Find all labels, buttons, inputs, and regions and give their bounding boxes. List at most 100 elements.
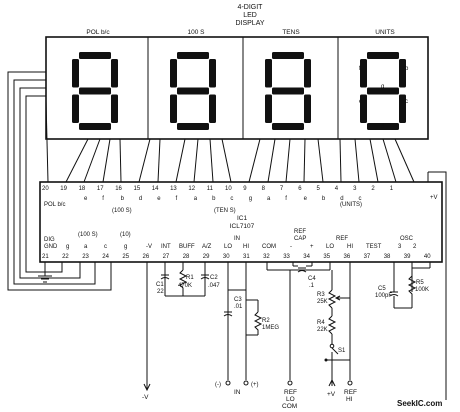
func-ref-label: REF xyxy=(336,236,348,242)
ic-pin-number: 18 xyxy=(79,186,86,192)
segment-d xyxy=(177,123,209,130)
ic-pin-number: 6 xyxy=(298,186,302,192)
ic-segment-letter: f xyxy=(285,196,287,202)
ic-pin-number: 22 xyxy=(62,254,69,260)
left-bus-wires xyxy=(7,71,112,291)
ref-hi-network xyxy=(326,262,351,380)
digit-label-pol: POL b/c xyxy=(86,29,110,36)
segment-c xyxy=(399,94,406,123)
ic-pin-number: 31 xyxy=(243,254,250,260)
ic-pin-number: 21 xyxy=(42,254,49,260)
capacitor-c3 xyxy=(223,311,233,317)
ic-pin-number: 14 xyxy=(152,186,159,192)
digit-1 xyxy=(72,52,118,130)
vplus-rail xyxy=(428,171,447,400)
ic-pin-number: 27 xyxy=(163,254,170,260)
ic-pin-number: 9 xyxy=(243,186,247,192)
ic-dig-label: DIG xyxy=(44,237,55,243)
in-label: IN xyxy=(234,389,241,396)
r1-value: 470K xyxy=(178,283,192,289)
com-ref-lo-lead xyxy=(266,262,331,380)
ic-pin-number: 15 xyxy=(134,186,141,192)
func-cap-plus: + xyxy=(310,244,314,250)
plus-v-arrow xyxy=(328,378,336,387)
func-ref-lo: LO xyxy=(326,244,334,250)
segment-d xyxy=(367,123,399,130)
ic-pin-number: 7 xyxy=(280,186,284,192)
ref-lo-terminal[interactable] xyxy=(287,380,293,386)
func-ref-cap-label-2: CAP xyxy=(294,236,306,242)
ic-segment-letter: d xyxy=(340,196,343,202)
c3-name: C3 xyxy=(234,297,242,303)
ic-bottom-letter-g2: g xyxy=(124,244,127,250)
ic-bottom-letter-g: g xyxy=(66,244,69,250)
c2-name: C2 xyxy=(210,275,218,281)
digit-label-hundreds: 100 S xyxy=(188,29,206,36)
ic-pin-number: 17 xyxy=(97,186,104,192)
minus-v-label: -V xyxy=(142,394,149,401)
in-plus-terminal[interactable] xyxy=(243,380,249,386)
segment-letters: f b g e c d xyxy=(359,66,409,130)
title-line-3: DISPLAY xyxy=(235,20,264,27)
segment-letter-g: g xyxy=(381,84,384,90)
ref-hi-label-2: HI xyxy=(346,396,353,403)
segment-letter-b: b xyxy=(405,66,409,72)
segment-b xyxy=(209,59,216,88)
ref-hi-label-1: REF xyxy=(344,389,357,396)
r2-name: R2 xyxy=(262,318,270,324)
r4-value: 22K xyxy=(317,327,328,333)
func-osc-2: 2 xyxy=(413,244,417,250)
switch-s1-blade[interactable] xyxy=(331,347,339,355)
s1-name: S1 xyxy=(338,348,346,354)
switch-s1-contact xyxy=(329,343,335,349)
segment-e xyxy=(360,94,367,123)
func-in-label: IN xyxy=(234,236,240,242)
ic-pin-number: 32 xyxy=(263,254,270,260)
segment-a xyxy=(79,52,111,59)
func-az: A/Z xyxy=(202,244,212,250)
segment-letter-c: c xyxy=(405,99,408,105)
segment-c xyxy=(111,94,118,123)
ic-vplus-label: +V xyxy=(430,195,438,201)
segment-c xyxy=(209,94,216,123)
ic-pin-number: 11 xyxy=(207,186,214,192)
capacitor-c1 xyxy=(160,274,170,280)
segment-a xyxy=(367,52,399,59)
input-network xyxy=(227,262,263,380)
ic-group-100: (100 S) xyxy=(112,208,132,214)
ic-bottom-letter-c: c xyxy=(104,244,107,250)
segment-a xyxy=(177,52,209,59)
func-int: INT xyxy=(161,244,171,250)
ic-pin-number: 26 xyxy=(143,254,150,260)
ic-pin-number: 24 xyxy=(102,254,109,260)
ref-lo-label-1: REF xyxy=(284,389,297,396)
ic-pin-number: 29 xyxy=(203,254,210,260)
ic-pin-number: 19 xyxy=(60,186,67,192)
ic-pin-number: 34 xyxy=(303,254,310,260)
display-title: 4-DIGIT LED DISPLAY xyxy=(235,4,264,27)
ic-group-units: (UNITS) xyxy=(340,202,362,208)
ref-lo-label-3: COM xyxy=(282,403,297,410)
ic-pin-number: 39 xyxy=(404,254,411,260)
resistor-r1 xyxy=(178,269,188,296)
ic-bottom-functions: -V INT BUFF A/Z LO HI COM - + LO HI TEST… xyxy=(146,229,417,250)
ic-pin-number: 12 xyxy=(188,186,195,192)
ic-name: IC1 xyxy=(237,215,248,222)
digit-3 xyxy=(265,52,311,130)
ic-segment-letter: b xyxy=(212,196,216,202)
segment-letter-e: e xyxy=(359,99,363,105)
ic-pin-number: 2 xyxy=(371,186,375,192)
in-plus-label: (+) xyxy=(251,382,259,388)
func-buff: BUFF xyxy=(179,244,195,250)
digit-label-tens: TENS xyxy=(282,29,300,36)
ic-segment-letter: b xyxy=(121,196,125,202)
ref-hi-terminal[interactable] xyxy=(347,380,353,386)
in-minus-terminal[interactable] xyxy=(225,380,231,386)
segment-e xyxy=(72,94,79,123)
func-in-hi: HI xyxy=(243,244,249,250)
ic-pin-number: 36 xyxy=(344,254,351,260)
junction-dot xyxy=(324,358,328,362)
ic-pin-number: 25 xyxy=(122,254,129,260)
c5-value: 100pF xyxy=(375,293,392,299)
